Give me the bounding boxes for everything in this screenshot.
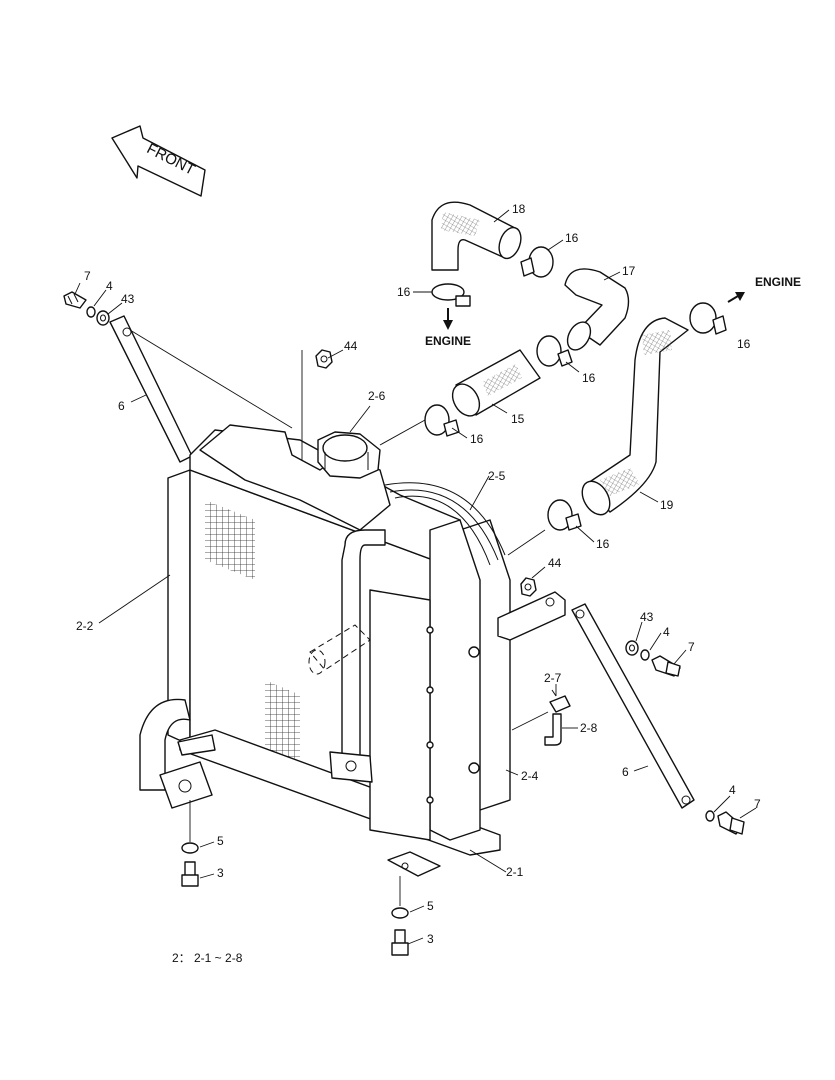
callout-4-right: 4 — [663, 625, 670, 639]
callout-16-f: 16 — [596, 537, 610, 551]
callout-43-upper-left: 43 — [121, 292, 135, 306]
radiator-cap-2-6 — [317, 431, 381, 479]
hose-17 — [564, 268, 630, 351]
callout-6-left: 6 — [118, 399, 125, 413]
hose-15 — [451, 349, 541, 417]
callout-19: 19 — [660, 498, 674, 512]
hose-19 — [581, 317, 689, 516]
nut-44-upper — [315, 349, 333, 369]
drain-hose-2-8 — [544, 713, 562, 746]
callout-7-lower-right: 7 — [754, 797, 761, 811]
callout-4-lower-right: 4 — [729, 783, 736, 797]
clamp-16-under-17 — [536, 335, 573, 367]
callout-43-right: 43 — [640, 610, 654, 624]
callout-44-upper: 44 — [344, 339, 358, 353]
callout-7-right: 7 — [688, 640, 695, 654]
engine-arrow-up-right-icon — [727, 292, 745, 303]
callout-2-7: 2-7 — [544, 671, 562, 685]
dashed-pipe — [309, 624, 371, 671]
callout-2-6: 2-6 — [368, 389, 386, 403]
clamp-16-right — [689, 302, 727, 335]
callout-15: 15 — [511, 412, 525, 426]
callout-16-b: 16 — [397, 285, 411, 299]
drain-cock-2-7 — [549, 689, 571, 713]
engine-label-right: ENGINE — [755, 275, 801, 289]
washer-5-left — [181, 842, 199, 854]
washer-4-upper-left — [86, 306, 96, 318]
callout-labels: 7 4 43 6 44 2-6 18 16 16 17 16 16 15 16 … — [76, 202, 761, 946]
engine-arrow-down-icon — [443, 308, 453, 330]
callout-2-1: 2-1 — [506, 865, 524, 879]
callout-2-8: 2-8 — [580, 721, 598, 735]
washer-4-right — [640, 649, 650, 661]
callout-3-left: 3 — [217, 866, 224, 880]
callout-5-right: 5 — [427, 899, 434, 913]
clamp-16-under-15 — [424, 404, 460, 437]
engine-label-left: ENGINE — [425, 334, 471, 348]
callout-17: 17 — [622, 264, 636, 278]
right-stay-rod — [571, 603, 695, 809]
callout-4-upper-left: 4 — [106, 279, 113, 293]
bottom-bracket — [387, 851, 441, 877]
clamp-16-under-19 — [547, 499, 582, 531]
front-arrow-icon: FRONT — [111, 125, 206, 197]
callout-7-upper-left: 7 — [84, 269, 91, 283]
callout-6-right: 6 — [622, 765, 629, 779]
callout-2-5: 2-5 — [488, 469, 506, 483]
callout-44-right: 44 — [548, 556, 562, 570]
leader-lines — [74, 209, 757, 945]
callout-5-left: 5 — [217, 834, 224, 848]
washer-43-upper-left — [96, 310, 110, 326]
callout-16-e: 16 — [470, 432, 484, 446]
footnote: 2： 2-1 ~ 2-8 — [172, 951, 243, 965]
clamp-16-under-18 — [431, 283, 471, 307]
callout-2-2: 2-2 — [76, 619, 94, 633]
radiator-inlet-pipe-lower-left — [139, 698, 216, 809]
bolt-7-lower-right — [717, 811, 745, 835]
fan-shroud-2-5 — [384, 482, 506, 566]
bolt-3-right — [391, 929, 409, 956]
radiator-outlet-pipe — [329, 529, 386, 783]
callout-16-d: 16 — [582, 371, 596, 385]
washer-5-right — [391, 907, 409, 919]
callout-16-a: 16 — [565, 231, 579, 245]
callout-18: 18 — [512, 202, 526, 216]
left-stay-rod — [109, 315, 193, 463]
radiator-core — [167, 424, 511, 856]
callout-3-right: 3 — [427, 932, 434, 946]
bolt-7-upper-left — [63, 291, 87, 309]
callout-16-c: 16 — [737, 337, 751, 351]
callout-2-4: 2-4 — [521, 769, 539, 783]
clamp-16-near-18 — [520, 246, 554, 278]
bolt-7-right — [651, 655, 681, 677]
washer-4-lower-right — [705, 810, 715, 822]
nut-44-right — [520, 577, 537, 597]
right-side-bracket — [497, 591, 566, 641]
bolt-3-left — [181, 861, 199, 887]
washer-43-right — [625, 640, 639, 656]
hose-18 — [431, 201, 522, 271]
